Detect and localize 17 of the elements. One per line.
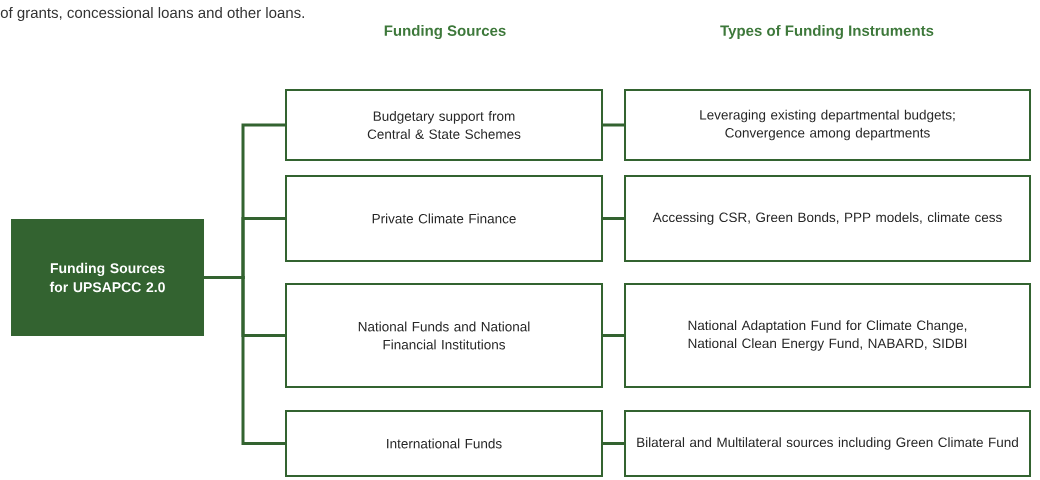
note-text: of grants, concessional loans and other loans. xyxy=(0,7,304,21)
connector xyxy=(603,123,624,127)
column-heading: Types of Funding Instruments xyxy=(720,24,934,40)
source-box: National Funds and National Financial Institutions xyxy=(285,283,603,388)
title-box: Funding Sources for UPSAPCC 2.0 xyxy=(11,219,204,336)
source-box: International Funds xyxy=(285,410,603,477)
instrument-box: Leveraging existing departmental budgets; Convergence among departments xyxy=(624,89,1031,161)
instrument-box: Bilateral and Multilateral sources including Green Climate Fund xyxy=(624,410,1031,477)
instrument-box: National Adaptation Fund for Climate Change, National Clean Energy Fund, NABARD, SIDBI xyxy=(624,283,1031,388)
instrument-box: Accessing CSR, Green Bonds, PPP models, climate cess xyxy=(624,175,1031,262)
source-box: Private Climate Finance xyxy=(285,175,603,262)
column-heading: Funding Sources xyxy=(384,24,506,40)
source-box: Budgetary support from Central & State Schemes xyxy=(285,89,603,161)
connector xyxy=(603,442,624,445)
connector xyxy=(603,217,624,220)
connector xyxy=(603,334,624,337)
connector xyxy=(204,276,285,445)
